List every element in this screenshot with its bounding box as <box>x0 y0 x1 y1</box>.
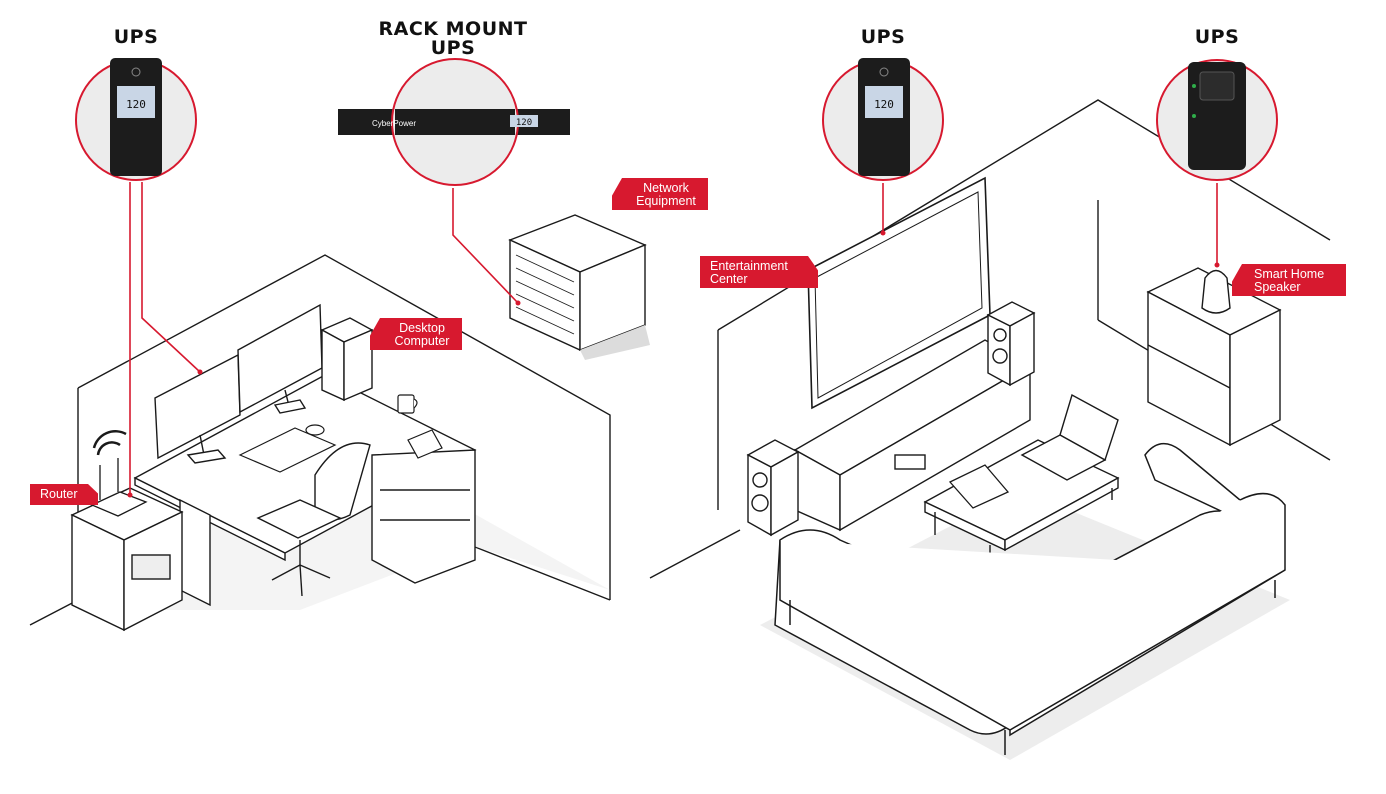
tag-network-line2: Equipment <box>636 193 696 208</box>
speaker-right <box>986 301 1036 387</box>
mouse <box>305 424 325 436</box>
ups-office-badge: 120 <box>75 58 197 181</box>
tag-network-line1: Network <box>643 181 689 195</box>
connector-ups-monitor <box>141 182 201 373</box>
ups-display-value: 120 <box>126 98 146 111</box>
heading-rack-mount-line2: UPS <box>430 37 476 59</box>
tag-speaker-line1: Smart Home <box>1254 267 1325 281</box>
smart-speaker <box>1201 269 1231 314</box>
ups-speaker-badge <box>1156 59 1278 181</box>
connector-dots <box>127 230 1220 498</box>
tag-entertainment-center: Entertainment Center <box>700 256 818 288</box>
tv-stand <box>793 339 1032 532</box>
mug <box>397 394 418 414</box>
wifi-icon <box>92 430 127 456</box>
ups-living-badge: 120 <box>822 58 944 181</box>
monitors <box>154 303 323 464</box>
tag-smart-home-speaker: Smart Home Speaker <box>1232 264 1346 296</box>
tablet-desk <box>407 429 443 459</box>
rack-brand-label: CyberPower <box>372 119 416 128</box>
heading-rack-mount-line1: RACK MOUNT <box>378 18 528 40</box>
tag-entertainment-line2: Center <box>710 271 748 286</box>
tag-network-equipment: Network Equipment <box>612 178 708 210</box>
speaker-left <box>746 439 800 537</box>
office-chair <box>256 442 371 597</box>
heading-ups-speaker: UPS <box>1194 26 1240 48</box>
tag-entertainment-line1: Entertainment <box>710 259 788 273</box>
tag-desktop-line1: Desktop <box>399 321 445 335</box>
keyboard <box>238 427 337 473</box>
heading-ups-living: UPS <box>860 26 906 48</box>
rack-display-value: 120 <box>516 118 532 128</box>
connector-rack-network <box>452 188 519 304</box>
router-cabinet <box>70 487 184 632</box>
tag-desktop-line2: Computer <box>394 333 450 348</box>
laptop <box>1020 393 1119 481</box>
bookshelf <box>1146 267 1282 447</box>
tablet-table <box>948 464 1010 509</box>
desktop-tower <box>320 317 374 402</box>
rack-ups-badge: 120 CyberPower <box>338 58 570 186</box>
heading-rack-mount: RACK MOUNT UPS <box>360 20 546 58</box>
heading-ups-office: UPS <box>113 26 159 48</box>
tag-router: Router <box>30 484 98 505</box>
tag-speaker-line2: Speaker <box>1254 279 1301 294</box>
desk <box>133 374 477 607</box>
connector-lines <box>129 182 1218 495</box>
sofa <box>774 442 1286 755</box>
ups-display-value: 120 <box>874 98 894 111</box>
tag-desktop-computer: Desktop Computer <box>370 318 462 350</box>
router-device <box>90 458 148 517</box>
network-rack <box>508 214 650 360</box>
